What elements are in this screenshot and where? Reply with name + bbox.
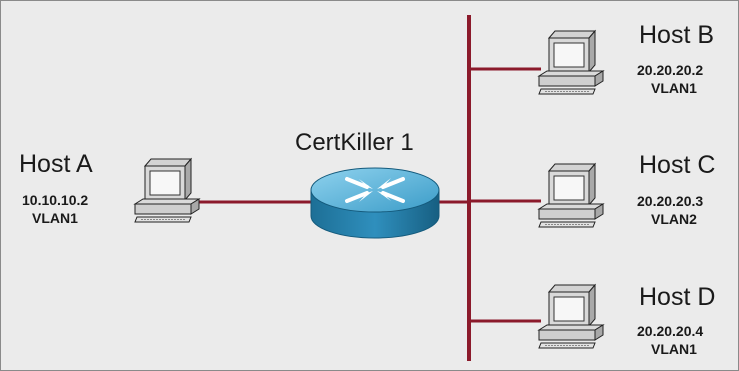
host-b-vlan: VLAN1	[651, 80, 697, 96]
host-a-name: Host A	[19, 150, 93, 178]
host-d-workstation-icon	[538, 284, 604, 349]
host-b-ip: 20.20.20.2	[637, 62, 704, 78]
host-a-workstation-icon	[134, 158, 200, 223]
host-d-name: Host D	[639, 283, 716, 311]
host-c-vlan: VLAN2	[651, 211, 697, 227]
host-d-ip: 20.20.20.4	[637, 323, 704, 339]
host-a-vlan: VLAN1	[32, 210, 78, 226]
router-icon	[310, 167, 440, 239]
host-a-ip: 10.10.10.2	[22, 192, 89, 208]
host-c-ip: 20.20.20.3	[637, 193, 704, 209]
host-c-workstation-icon	[538, 163, 604, 228]
host-c-name: Host C	[639, 151, 716, 179]
router-label: CertKiller 1	[295, 129, 414, 156]
host-d-vlan: VLAN1	[651, 341, 697, 357]
host-b-name: Host B	[639, 21, 715, 49]
host-b-workstation-icon	[538, 30, 604, 95]
